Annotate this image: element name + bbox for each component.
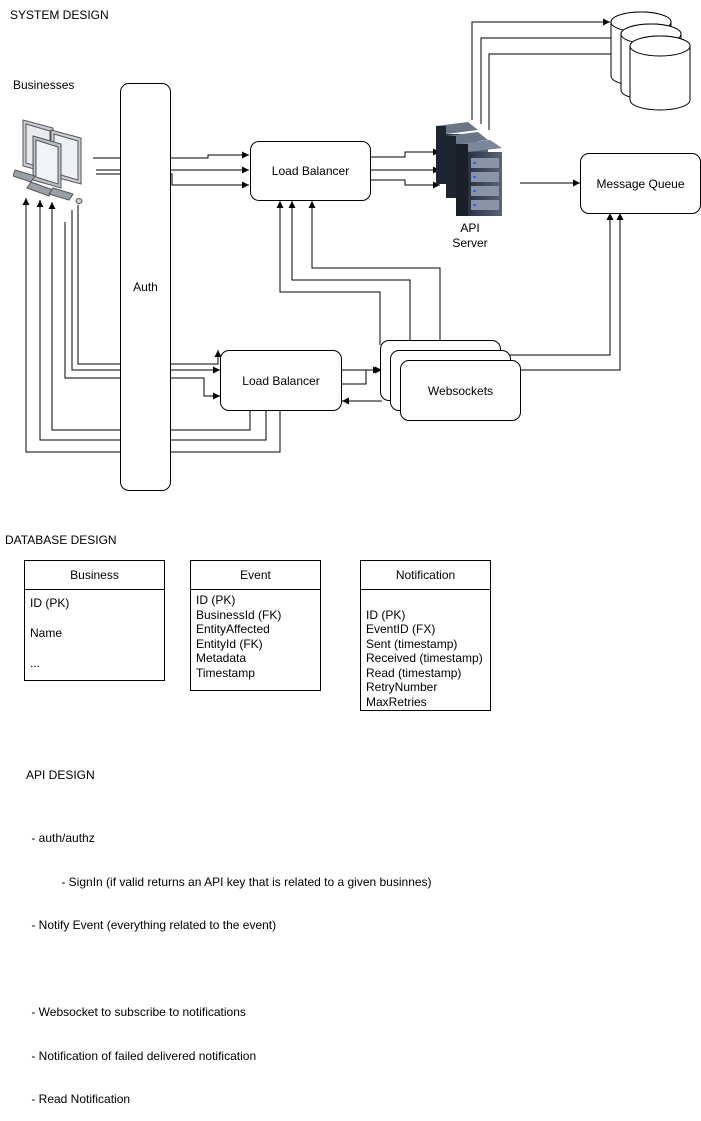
table-field: ID (PK) [366, 607, 406, 622]
load-balancer-bottom-label: Load Balancer [242, 373, 320, 388]
api-line: - Websocket to subscribe to notification… [28, 1005, 246, 1019]
server-rack-icon [436, 122, 502, 216]
api-design-list: - auth/authz - SignIn (if valid returns … [28, 802, 432, 1121]
api-server-label: API Server [452, 221, 488, 250]
message-queue-label: Message Queue [596, 176, 685, 191]
connector-lines [22, 18, 632, 453]
api-line [28, 962, 432, 977]
message-queue-box: Message Queue [580, 153, 701, 214]
load-balancer-bottom: Load Balancer [220, 350, 342, 411]
businesses-label: Businesses [13, 78, 75, 92]
auth-label: Auth [133, 280, 158, 294]
system-design-title: SYSTEM DESIGN [10, 8, 109, 22]
api-line: - SignIn (if valid returns an API key th… [28, 874, 432, 889]
table-header: Event [191, 561, 320, 590]
table-event: Event ID (PK) BusinessId (FK) EntityAffe… [190, 560, 321, 691]
table-field: Read (timestamp) [366, 665, 462, 680]
table-field: Timestamp [196, 665, 255, 680]
table-field: Metadata [196, 651, 247, 665]
table-field: EventID (FX) [366, 622, 436, 636]
table-header: Business [25, 561, 164, 590]
table-field: Sent (timestamp) [366, 636, 458, 651]
websockets-label: Websockets [427, 383, 494, 398]
table-field: ID (PK) [196, 593, 236, 607]
table-notification: Notification ID (PK) EventID (FX) Sent (… [360, 560, 491, 711]
table-field: Name [30, 626, 63, 640]
table-field: MaxRetries [366, 694, 427, 709]
load-balancer-top-label: Load Balancer [271, 164, 350, 178]
table-field [366, 593, 485, 608]
table-field: EntityId (FK) [196, 636, 263, 651]
table-field: ID (PK) [30, 596, 70, 610]
api-line: - Notification of failed delivered notif… [28, 1048, 257, 1063]
table-field: Received (timestamp) [366, 651, 483, 665]
table-field: BusinessId (FK) [196, 607, 282, 622]
table-field: EntityAffected [196, 622, 270, 636]
table-field: ... [30, 656, 41, 670]
table-field [30, 611, 159, 626]
api-design-title: API DESIGN [26, 768, 95, 782]
api-line: - Notify Event (everything related to th… [28, 918, 277, 932]
api-line: - Read Notification [28, 1092, 131, 1106]
table-field: RetryNumber [366, 680, 438, 694]
auth-box: Auth [120, 83, 171, 491]
computer-workstations-icon [13, 119, 83, 204]
table-business: Business ID (PK) Name ... [24, 560, 165, 681]
websockets-box-front: Websockets [400, 360, 521, 421]
table-field [30, 641, 159, 656]
api-line: - auth/authz [28, 831, 95, 845]
database-design-title: DATABASE DESIGN [5, 533, 117, 547]
load-balancer-top: Load Balancer [250, 141, 371, 201]
table-header: Notification [361, 561, 490, 590]
database-cylinder-icon [610, 11, 691, 111]
